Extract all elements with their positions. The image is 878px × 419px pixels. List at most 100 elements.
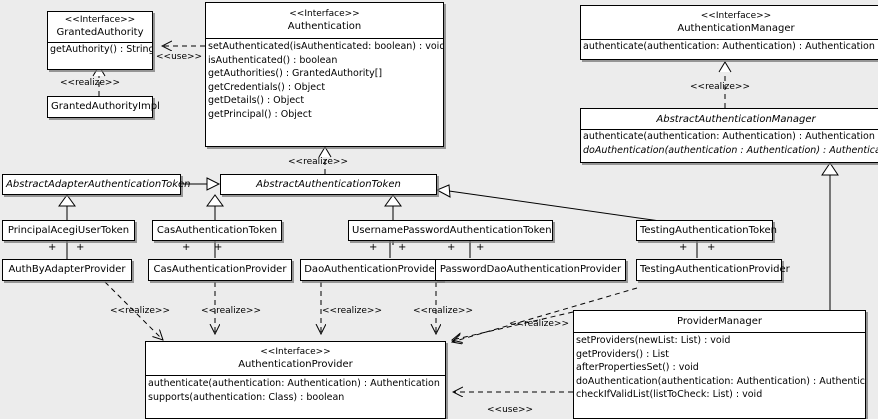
edge-label-realize-testing-authentication-provider: <<realize>> xyxy=(509,319,569,329)
class-member: getAuthorities() : GrantedAuthority[] xyxy=(208,68,383,79)
composition-plus: + xyxy=(214,242,223,253)
class-abstract-authentication-token[interactable]: AbstractAuthenticationToken xyxy=(220,174,437,195)
composition-plus: + xyxy=(76,242,85,253)
class-member: authenticate(authentication: Authenticat… xyxy=(583,41,875,52)
stereotype-label: <<Interface>> xyxy=(289,9,360,19)
class-cas-authentication-provider[interactable]: CasAuthenticationProvider xyxy=(148,259,292,281)
class-header: PrincipalAcegiUserToken xyxy=(3,221,134,241)
class-header: AbstractAdapterAuthenticationToken xyxy=(3,175,191,195)
stereotype-label: <<Interface>> xyxy=(700,11,772,21)
edge-label-realize-password-dao-authentication-provider: <<realize>> xyxy=(413,306,473,316)
composition-plus: + xyxy=(398,242,407,253)
class-header: <<Interface>> AuthenticationManager xyxy=(581,6,878,39)
class-name-label: AuthByAdapterProvider xyxy=(8,264,126,275)
class-header: CasAuthenticationProvider xyxy=(149,260,291,280)
class-header: <<Interface>> Authentication xyxy=(206,3,443,38)
class-username-password-authentication-token[interactable]: UsernamePasswordAuthenticationToken xyxy=(348,220,553,241)
class-member: setProviders(newList: List) : void xyxy=(576,335,731,346)
class-member: isAuthenticated() : boolean xyxy=(208,54,338,66)
class-member: supports(authentication: Class) : boolea… xyxy=(148,391,345,403)
class-granted-authority-impl[interactable]: GrantedAuthorityImpl xyxy=(47,96,160,118)
class-member: doAuthentication(authentication: Authent… xyxy=(576,375,865,387)
class-name-label: AbstractAdapterAuthenticationToken xyxy=(6,179,191,190)
edge-label-realize-dao-authentication-provider: <<realize>> xyxy=(322,306,382,316)
composition-plus: + xyxy=(182,242,191,253)
class-header: TestingAuthenticationToken xyxy=(637,221,778,241)
composition-plus: + xyxy=(48,242,57,253)
class-header: CasAuthenticationToken xyxy=(153,221,281,241)
class-header: AbstractAuthenticationToken xyxy=(221,175,436,195)
edge-label-realize-cas-authentication-provider: <<realize>> xyxy=(201,306,261,316)
class-granted-authority[interactable]: <<Interface>> GrantedAuthority getAuthor… xyxy=(47,11,153,70)
composition-plus: + xyxy=(447,242,456,253)
class-abstract-authentication-manager[interactable]: AbstractAuthenticationManager authentica… xyxy=(580,108,878,163)
class-member: authenticate(authentication: Authenticat… xyxy=(148,378,440,389)
class-members: authenticate(authentication: Authenticat… xyxy=(581,129,878,157)
class-header: GrantedAuthorityImpl xyxy=(48,97,160,117)
class-name-label: AbstractAuthenticationManager xyxy=(656,114,816,125)
class-name-label: GrantedAuthorityImpl xyxy=(51,101,160,112)
class-abstract-adapter-authentication-token[interactable]: AbstractAdapterAuthenticationToken xyxy=(2,174,191,195)
composition-plus: + xyxy=(707,242,716,253)
class-name-label: ProviderManager xyxy=(676,316,762,327)
class-members: setAuthenticated(isAuthenticated: boolea… xyxy=(206,38,443,121)
class-name-label: GrantedAuthority xyxy=(56,27,144,38)
class-member: authenticate(authentication: Authenticat… xyxy=(583,131,875,142)
class-member: getPrincipal() : Object xyxy=(208,108,312,120)
class-authentication[interactable]: <<Interface>> Authentication setAuthenti… xyxy=(205,2,444,147)
class-provider-manager[interactable]: ProviderManager setProviders(newList: Li… xyxy=(573,310,866,419)
class-header: AbstractAuthenticationManager xyxy=(581,109,878,129)
class-members: setProviders(newList: List) : void getPr… xyxy=(574,332,865,402)
edge-label-realize-abstract-authentication-manager: <<realize>> xyxy=(690,82,750,92)
edge-label-realize-granted-authority-impl: <<realize>> xyxy=(60,78,120,88)
class-header: TestingAuthenticationProvider xyxy=(637,260,790,280)
composition-plus: + xyxy=(679,242,688,253)
class-member: getProviders() : List xyxy=(576,348,669,360)
composition-plus: + xyxy=(476,242,485,253)
class-header: ProviderManager xyxy=(574,311,865,332)
class-member: getDetails() : Object xyxy=(208,95,305,106)
class-principal-acegi-user-token[interactable]: PrincipalAcegiUserToken xyxy=(2,220,135,241)
class-name-label: PasswordDaoAuthenticationProvider xyxy=(439,264,622,275)
class-member: afterPropertiesSet() : void xyxy=(576,362,699,373)
class-name-label: AuthenticationManager xyxy=(677,23,795,34)
class-members: getAuthority() : String xyxy=(48,42,152,57)
class-header: AuthByAdapterProvider xyxy=(3,260,131,280)
class-name-label: TestingAuthenticationProvider xyxy=(640,264,790,275)
class-dao-authentication-provider[interactable]: DaoAuthenticationProvider xyxy=(300,259,443,281)
edge-label-realize-auth-by-adapter-provider: <<realize>> xyxy=(110,306,170,316)
edge-label-realize-abstract-authentication-token: <<realize>> xyxy=(288,157,348,167)
class-name-label: PrincipalAcegiUserToken xyxy=(7,225,130,236)
class-testing-authentication-provider[interactable]: TestingAuthenticationProvider xyxy=(636,259,790,281)
class-name-label: TestingAuthenticationToken xyxy=(640,225,778,236)
class-authentication-manager[interactable]: <<Interface>> AuthenticationManager auth… xyxy=(580,5,878,60)
class-header: <<Interface>> GrantedAuthority xyxy=(48,12,152,42)
stereotype-label: <<Interface>> xyxy=(64,15,136,25)
class-name-label: CasAuthenticationProvider xyxy=(153,264,287,275)
class-name-label: CasAuthenticationToken xyxy=(156,225,278,236)
class-members: authenticate(authentication: Authenticat… xyxy=(581,39,878,54)
class-header: PasswordDaoAuthenticationProvider xyxy=(436,260,625,280)
class-name-label: AuthenticationProvider xyxy=(238,359,353,370)
composition-plus: + xyxy=(369,242,378,253)
class-name-label: UsernamePasswordAuthenticationToken xyxy=(352,225,552,236)
class-member: getAuthority() : String xyxy=(50,44,152,55)
class-member: setAuthenticated(isAuthenticated: boolea… xyxy=(208,41,443,52)
stereotype-label: <<Interface>> xyxy=(260,347,331,357)
class-header: DaoAuthenticationProvider xyxy=(301,260,442,280)
class-header: <<Interface>> AuthenticationProvider xyxy=(146,342,445,375)
class-cas-authentication-token[interactable]: CasAuthenticationToken xyxy=(152,220,282,241)
class-auth-by-adapter-provider[interactable]: AuthByAdapterProvider xyxy=(2,259,132,281)
class-authentication-provider[interactable]: <<Interface>> AuthenticationProvider aut… xyxy=(145,341,446,419)
class-name-label: Authentication xyxy=(287,21,362,32)
class-members: authenticate(authentication: Authenticat… xyxy=(146,375,445,404)
class-password-dao-authentication-provider[interactable]: PasswordDaoAuthenticationProvider xyxy=(435,259,626,281)
edge-label-use-granted-authority: <<use>> xyxy=(156,52,203,62)
class-member: doAuthentication(authentication : Authen… xyxy=(583,144,878,156)
class-member: getCredentials() : Object xyxy=(208,81,326,93)
class-header: UsernamePasswordAuthenticationToken xyxy=(349,221,552,241)
class-testing-authentication-token[interactable]: TestingAuthenticationToken xyxy=(636,220,778,241)
class-member: checkIfValidList(listToCheck: List) : vo… xyxy=(576,389,763,400)
class-name-label: AbstractAuthenticationToken xyxy=(256,179,401,190)
